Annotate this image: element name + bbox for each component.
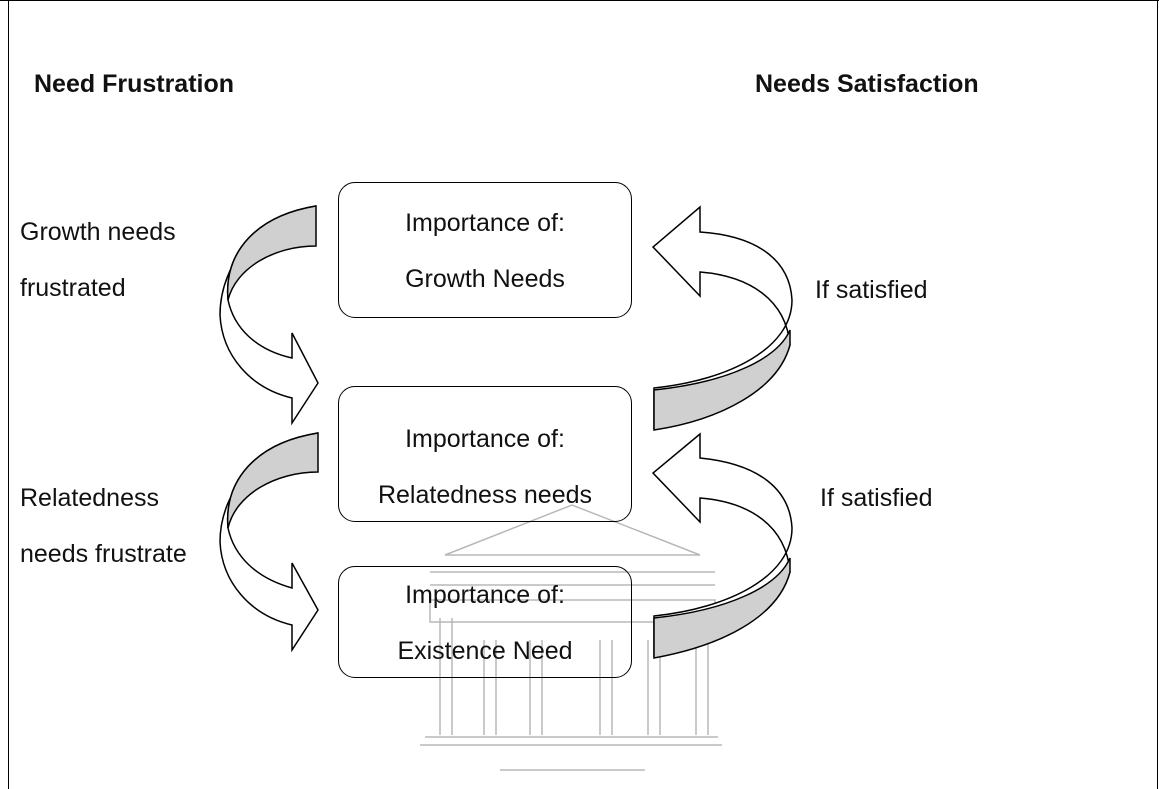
relatedness-frustrated-label-line1: Relatedness <box>20 484 159 512</box>
need-frustration-heading: Need Frustration <box>34 70 235 98</box>
frame-left-border <box>8 0 9 789</box>
relatedness-box-line1: Importance of: <box>405 425 565 453</box>
existence-need-box: Importance of: Existence Need <box>338 566 632 678</box>
growth-frustrated-label-line2: frustrated <box>20 274 126 302</box>
if-satisfied-upper-label: If satisfied <box>815 276 928 304</box>
if-satisfied-lower-label: If satisfied <box>820 484 933 512</box>
existence-box-line2: Existence Need <box>397 637 573 665</box>
frame-right-border <box>1157 0 1158 789</box>
frame-top-border <box>0 0 1159 1</box>
relatedness-needs-box: Importance of: Relatedness needs <box>338 386 632 522</box>
growth-box-line2: Growth Needs <box>405 265 565 293</box>
existence-box-line1: Importance of: <box>405 581 565 609</box>
relatedness-box-line2: Relatedness needs <box>377 481 593 509</box>
growth-needs-box: Importance of: Growth Needs <box>338 182 632 318</box>
growth-frustrated-label-line1: Growth needs <box>20 218 176 246</box>
needs-satisfaction-heading: Needs Satisfaction <box>755 70 979 98</box>
growth-box-line1: Importance of: <box>405 209 565 237</box>
relatedness-frustrated-label-line2: needs frustrate <box>20 540 187 568</box>
